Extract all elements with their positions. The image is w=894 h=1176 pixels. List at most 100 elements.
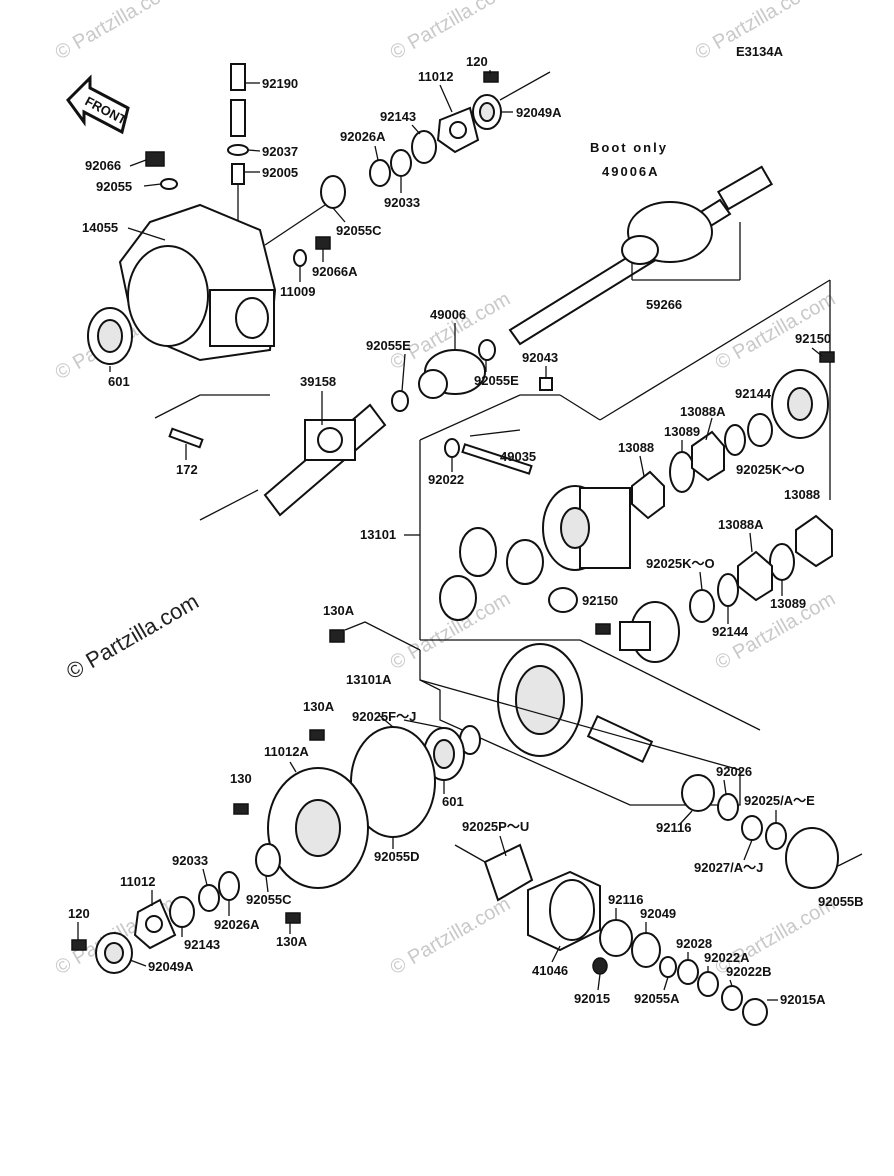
label-92143-bot: 92143 [184,937,220,952]
bolt-92150-bottom [595,623,611,635]
label-92043: 92043 [522,350,558,365]
label-92028: 92028 [676,936,712,951]
plate-13088-right [795,514,833,568]
pin-92190 [230,63,246,137]
label-92049A-top: 92049A [516,105,562,120]
label-92055: 92055 [96,179,132,194]
joint-39158 [263,403,387,517]
bearing-92116-b [599,919,633,957]
label-92055B: 92055B [818,894,864,909]
seal-92026A [369,159,391,187]
oring-92055C-bottom [255,843,281,877]
label-39158: 39158 [300,374,336,389]
nut-92015 [592,957,608,975]
bolt-92066A [315,236,331,250]
label-92025AE: 92025/A～E [744,793,815,808]
collar-92027 [741,815,763,841]
housing-14055 [118,203,277,362]
label-92022: 92022 [428,472,464,487]
label-92025KO-bot: 92025K～O [646,556,715,571]
label-92026A-bot: 92026A [214,917,260,932]
label-49006: 49006 [430,307,466,322]
label-92022A: 92022A [704,950,750,965]
label-92055D: 92055D [374,849,420,864]
front-arrow-icon: FRONT [66,74,130,135]
label-92026A-top: 92026A [340,129,386,144]
plate-13088-left [631,470,665,520]
label-92049: 92049 [640,906,676,921]
washer-92033 [390,149,412,177]
washer-92033-bottom [198,884,220,912]
label-130A-mid: 130A [303,699,335,714]
shim-92144-top [724,424,746,456]
cover-11012A [267,767,369,889]
clamp-92055E-a [478,339,496,361]
bolt-92150-top [819,351,835,363]
fitting-92005 [231,163,245,185]
plate-92025PU [483,843,534,902]
label-11012-top: 11012 [418,69,453,84]
label-92049A-bot: 92049A [148,959,194,974]
bolt-120-bottom [71,939,87,951]
watermark-text: © Partzilla.com [387,893,515,979]
bearing-92049A-bottom [95,932,133,974]
leader-lines [77,70,823,1001]
label-92025KO-top: 92025K～O [736,462,805,477]
clamp-92055E-b [391,390,409,412]
label-92055C-bot: 92055C [246,892,292,907]
label-59266: 59266 [646,297,682,312]
label-49035: 49035 [500,449,536,464]
label-13101: 13101 [360,527,396,542]
pin-92043 [539,377,553,391]
washer-11009 [293,249,307,267]
washer-92022B [721,985,743,1011]
label-13088-left: 13088 [618,440,654,455]
label-13089-top: 13089 [664,424,700,439]
label-92190: 92190 [262,76,298,91]
label-13101A: 13101A [346,672,392,687]
label-14055: 14055 [82,220,118,235]
boot-note: Boot only [590,140,668,155]
differential-group-box [419,279,831,731]
watermark-text: © Partzilla.com [52,0,180,64]
label-92037: 92037 [262,144,298,159]
bolt-130 [233,803,249,815]
bearing-601-top [87,307,133,365]
bolt-130A-top [329,629,345,643]
label-92144-bot: 92144 [712,624,749,639]
watermarks: © Partzilla.com © Partzilla.com © Partzi… [52,0,840,979]
plate-13088A-bottom [737,550,773,602]
label-601-bot: 601 [442,794,464,809]
washer-92022A [697,971,719,997]
label-92022B: 92022B [726,964,772,979]
diagram-code: E3134A [736,44,784,59]
bolt-120-top [483,71,499,83]
seal-92026A-bottom [218,871,240,901]
shim-92026 [717,793,739,821]
label-92116-b: 92116 [608,892,643,907]
shim-92025AE [765,822,787,850]
nut-92015A [742,998,768,1026]
label-92027AJ: 92027/A～J [694,860,763,875]
oring-92055B [785,827,839,889]
label-130: 130 [230,771,252,786]
shim-92025KO-top [747,413,773,447]
label-11009: 11009 [280,284,315,299]
watermark-text: © Partzilla.com [387,0,515,64]
label-92150-top: 92150 [795,331,831,346]
label-92055A: 92055A [634,991,680,1006]
boot-note-part: 49006A [602,164,660,179]
label-92015A: 92015A [780,992,826,1007]
label-92033-bot: 92033 [172,853,208,868]
label-13088A-bot: 13088A [718,517,764,532]
flange-11012-bottom [133,898,177,950]
label-13088A-top: 13088A [680,404,726,419]
seal-92049 [631,932,661,968]
label-11012-bot: 11012 [120,874,155,889]
label-11012A: 11012A [264,744,309,759]
partzilla-watermark: © Partzilla.com [62,589,203,685]
label-130A-bot: 130A [276,934,308,949]
collar-92028 [677,959,699,985]
housing-41046 [527,870,601,952]
